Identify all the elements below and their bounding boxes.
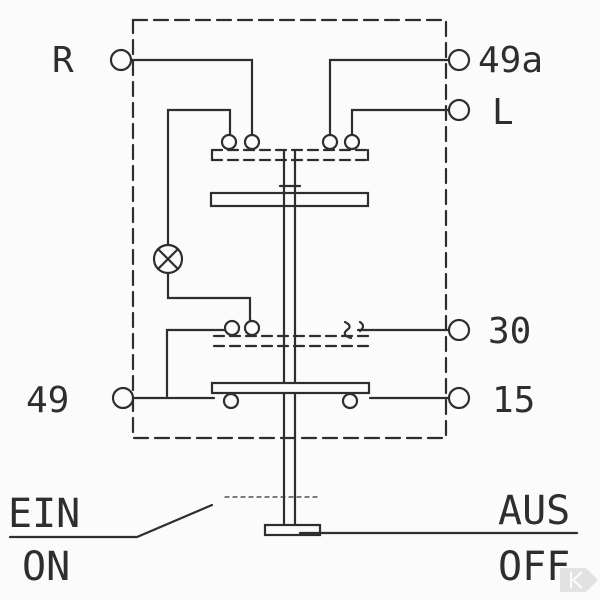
contact-upper-4 — [343, 133, 361, 151]
contact-lower-1 — [222, 392, 240, 410]
contact-middle-2 — [243, 319, 261, 337]
terminal-49 — [111, 386, 135, 410]
on-label-en: ON — [22, 544, 70, 590]
upper-contact-bar-ends — [210, 148, 370, 162]
k-logo-icon — [560, 568, 598, 592]
terminal-r — [109, 48, 133, 72]
terminal-30 — [447, 318, 471, 342]
terminal-label-r: R — [52, 40, 74, 81]
wire-r — [128, 58, 254, 142]
wire-49-link — [165, 328, 234, 398]
off-label-de: AUS — [498, 488, 570, 534]
off-label-en: OFF — [498, 544, 570, 590]
terminal-label-l: L — [492, 92, 514, 133]
terminal-label-30: 30 — [488, 311, 531, 352]
contact-lower-2 — [341, 392, 359, 410]
lamp-icon — [152, 243, 184, 275]
contact-middle-4 — [358, 320, 365, 333]
on-label-de: EIN — [8, 491, 80, 537]
wire-lamp-upper — [166, 108, 232, 247]
terminal-49a — [447, 48, 471, 72]
terminal-label-15: 15 — [492, 380, 535, 421]
wire-49a — [328, 58, 452, 142]
switch-housing-outline — [131, 18, 448, 440]
contact-upper-3 — [321, 133, 339, 151]
contact-upper-2 — [243, 133, 261, 151]
plunger-rod — [282, 148, 297, 527]
terminal-label-49a: 49a — [478, 40, 543, 81]
upper-rocker-bar — [209, 191, 370, 208]
contact-middle-1 — [223, 319, 241, 337]
terminal-15 — [447, 386, 471, 410]
actuator-foot — [263, 523, 322, 537]
lower-rocker-bar — [210, 381, 371, 395]
terminal-label-49: 49 — [26, 380, 69, 421]
wire-lamp-lower — [166, 271, 252, 324]
wire-l — [350, 108, 452, 142]
on-position-line — [8, 503, 214, 539]
terminal-l — [447, 98, 471, 122]
contact-upper-1 — [220, 133, 238, 151]
